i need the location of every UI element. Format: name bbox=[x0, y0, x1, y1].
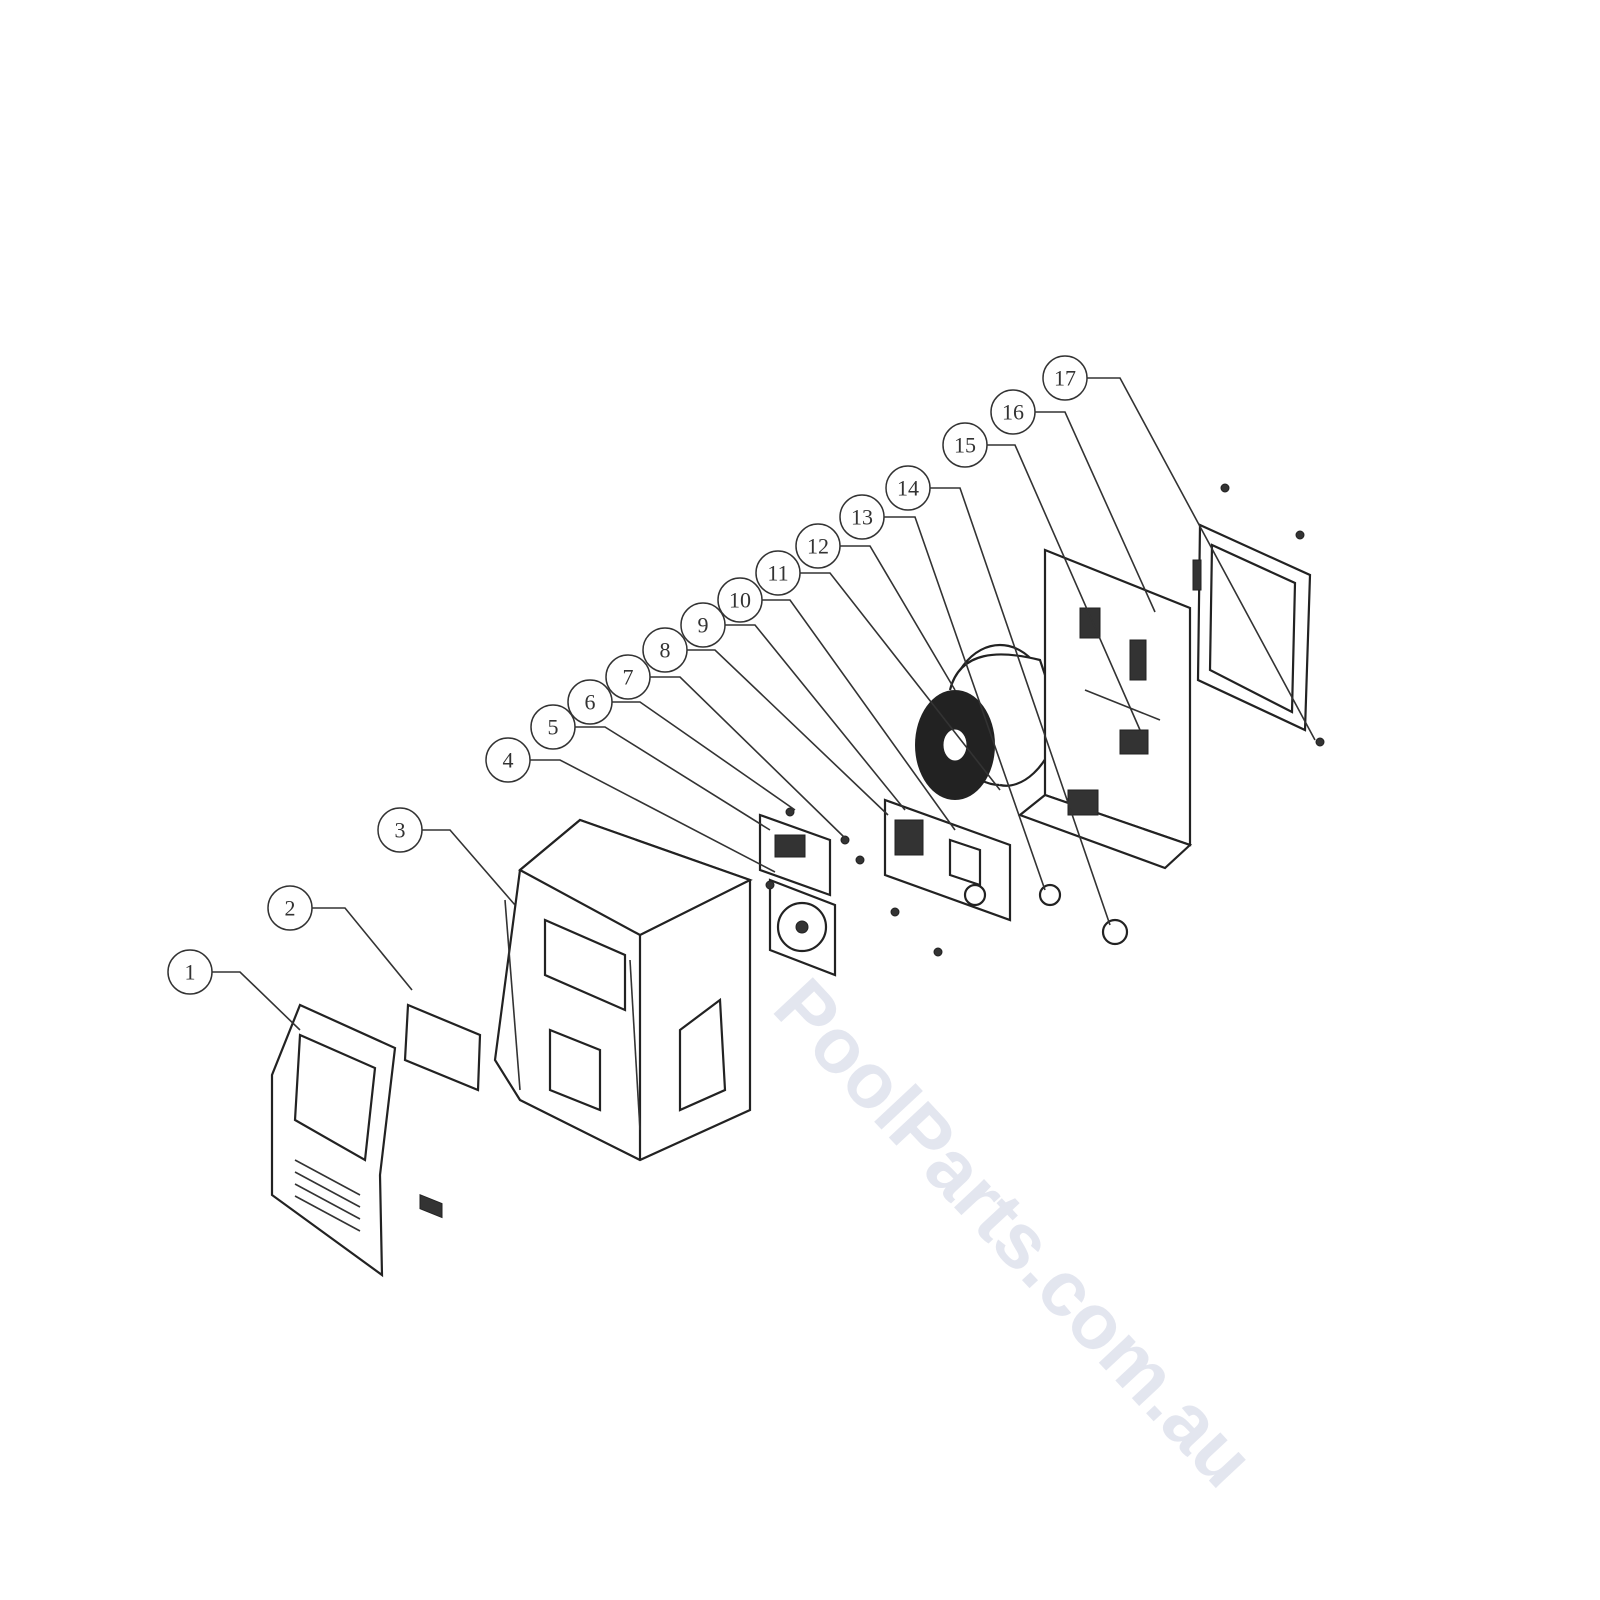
svg-text:10: 10 bbox=[729, 588, 751, 613]
nuts bbox=[1038, 883, 1129, 946]
svg-text:7: 7 bbox=[623, 665, 634, 690]
svg-text:1: 1 bbox=[185, 960, 196, 985]
callout-7: 7 bbox=[605, 654, 651, 700]
callout-12: 12 bbox=[795, 523, 841, 569]
callout-17: 17 bbox=[1042, 355, 1088, 401]
callout-11: 11 bbox=[755, 550, 801, 596]
callout-8: 8 bbox=[642, 627, 688, 673]
svg-text:6: 6 bbox=[585, 690, 596, 715]
part-back-plate bbox=[1017, 548, 1193, 870]
part-main-board bbox=[883, 798, 1012, 922]
svg-text:3: 3 bbox=[395, 818, 406, 843]
leader-lines bbox=[212, 377, 1316, 1031]
watermark: PoolParts.com.au bbox=[758, 962, 1272, 1504]
callout-2: 2 bbox=[267, 885, 313, 931]
svg-text:17: 17 bbox=[1054, 366, 1076, 391]
callout-15: 15 bbox=[942, 422, 988, 468]
callout-3: 3 bbox=[377, 807, 423, 853]
part-toroidal-transformer bbox=[915, 643, 1062, 800]
callout-16: 16 bbox=[990, 389, 1036, 435]
svg-text:11: 11 bbox=[767, 561, 788, 586]
callout-14: 14 bbox=[885, 465, 931, 511]
callout-1: 1 bbox=[167, 949, 213, 995]
svg-text:9: 9 bbox=[698, 613, 709, 638]
part-housing bbox=[493, 818, 753, 1162]
svg-text:2: 2 bbox=[285, 896, 296, 921]
svg-text:8: 8 bbox=[660, 638, 671, 663]
part-fan bbox=[768, 878, 837, 977]
svg-text:4: 4 bbox=[503, 748, 514, 773]
part-front-bezel bbox=[270, 1003, 397, 1278]
callout-4: 4 bbox=[485, 737, 531, 783]
svg-text:15: 15 bbox=[954, 433, 976, 458]
svg-text:5: 5 bbox=[548, 715, 559, 740]
part-display-panel bbox=[403, 1003, 482, 1219]
svg-text:14: 14 bbox=[897, 476, 919, 501]
svg-text:16: 16 bbox=[1002, 400, 1024, 425]
callout-9: 9 bbox=[680, 602, 726, 648]
callout-10: 10 bbox=[717, 577, 763, 623]
screws bbox=[765, 483, 1325, 957]
callout-13: 13 bbox=[839, 494, 885, 540]
svg-text:12: 12 bbox=[807, 534, 829, 559]
callout-5: 5 bbox=[530, 704, 576, 750]
svg-text:13: 13 bbox=[851, 505, 873, 530]
part-control-board bbox=[758, 813, 832, 897]
callout-6: 6 bbox=[567, 679, 613, 725]
